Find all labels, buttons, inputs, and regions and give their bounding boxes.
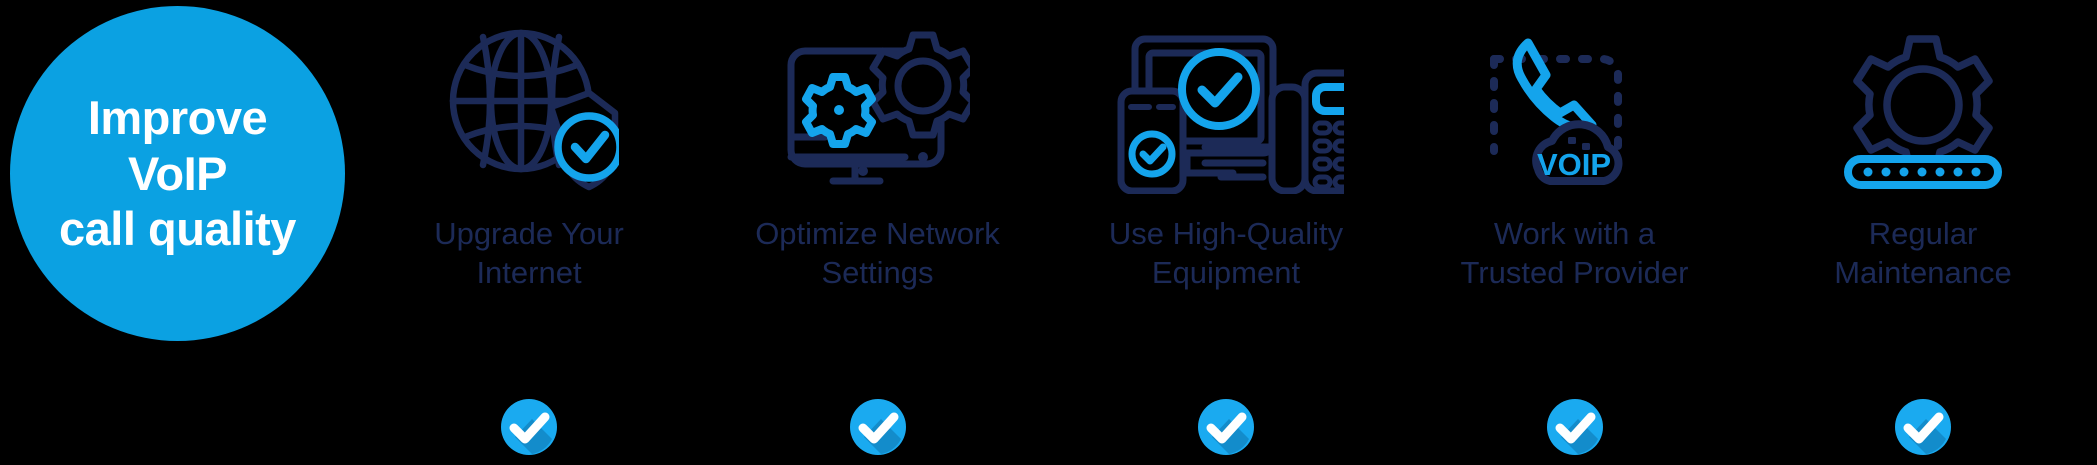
voip-cloud-label: VOIP	[1537, 147, 1611, 182]
step-label-4: Work with a Trusted Provider	[1460, 216, 1689, 291]
check-badge-icon	[499, 397, 559, 457]
check-badge-icon	[1196, 397, 1256, 457]
handset-voip-cloud-icon: VOIP	[1482, 22, 1667, 200]
step-item-1: Upgrade Your Internet	[355, 0, 703, 465]
monitor-gears-icon	[785, 22, 970, 200]
step-item-3: Use High-Quality Equipment	[1052, 0, 1400, 465]
step-label-1: Upgrade Your Internet	[434, 216, 624, 291]
globe-shield-check-icon	[439, 22, 619, 200]
step-label-2: Optimize Network Settings	[755, 216, 1000, 291]
step-item-5: Regular Maintenance	[1749, 0, 2097, 465]
step-item-2: Optimize Network Settings	[704, 0, 1052, 465]
gear-progress-icon	[1838, 22, 2008, 200]
hero-circle: Improve VoIP call quality	[10, 6, 345, 341]
check-badge-icon	[1545, 397, 1605, 457]
check-badge-icon	[1893, 397, 1953, 457]
page-title: Improve VoIP call quality	[59, 91, 296, 256]
step-label-5: Regular Maintenance	[1834, 216, 2012, 291]
step-item-4: VOIP Work with a Trusted Provider	[1401, 0, 1749, 465]
steps-row: Upgrade Your Internet	[355, 0, 2097, 465]
check-badge-icon	[848, 397, 908, 457]
step-label-3: Use High-Quality Equipment	[1108, 216, 1344, 291]
devices-verified-icon	[1109, 22, 1344, 200]
